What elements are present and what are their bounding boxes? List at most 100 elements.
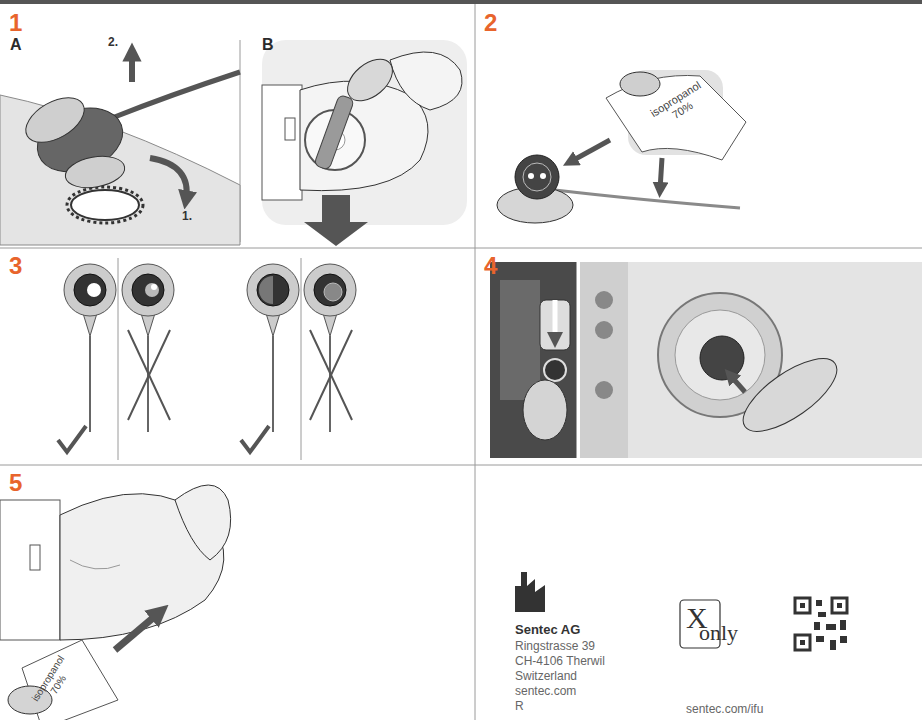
sub-panel: B [240,33,475,248]
monitor-docking-illustration [490,258,922,462]
membrane-check-illustration [87,283,101,297]
sensor-cleaning-illustration [660,158,662,190]
monitor-docking-illustration [490,262,578,458]
sensor-cleaning-illustration [528,173,534,179]
grid-lines [475,4,476,720]
grid-lines [0,0,922,4]
sensor-cleaning-illustration [515,155,559,199]
monitor-docking-illustration [580,262,628,458]
monitor-docking-illustration [595,321,613,339]
sensor-removal-illustration [150,158,187,200]
manufacturer-name: Sentec AG [515,623,580,638]
membrane-check-illustration [247,264,299,316]
membrane-check-illustration [301,258,302,460]
sub-step-letter: B [240,33,475,57]
address-line: sentec.com [515,685,576,699]
liner-removal-illustration [314,94,355,170]
sensor-removal-illustration [67,187,143,223]
qr-code [800,640,805,645]
sensor-cleaning-illustration [497,70,746,223]
sensor-removal-illustration [18,88,91,151]
manufacturer-symbol [515,572,545,612]
membrane-check-illustration [314,274,346,306]
sensor-cleaning-illustration [620,72,660,96]
address-line: Ringstrasse 39 [515,640,595,654]
qr-code [837,603,842,608]
manufacturer-symbol [515,572,545,612]
sub-panel: A [0,33,240,248]
membrane-check-illustration [58,258,356,460]
monitor-docking-illustration [544,359,566,381]
step-panel: 5 [0,465,475,720]
sensor-removal-illustration [71,190,139,220]
membrane-check-illustration [128,330,170,420]
step-panel: 4 [475,248,922,465]
monitor-docking-illustration [595,381,613,399]
sensor-cleaning-illustration [540,173,546,179]
liner-removal-illustration [340,51,400,109]
qr-code [800,603,805,608]
monitor-docking-illustration [730,375,745,392]
step-number: 2. [108,36,118,50]
qr-code [795,635,810,650]
qr-code [832,598,847,613]
membrane-check-illustration [128,330,170,420]
rx-note: sentec.com/ifu [686,703,763,717]
membrane-check-illustration [74,274,106,306]
liner-removal-illustration [262,40,467,225]
membrane-check-illustration [257,274,289,306]
skin-cleaning-illustration [115,612,160,650]
sensor-removal-illustration [129,52,135,82]
qr-code [830,640,836,650]
grid-lines [0,465,922,466]
liner-removal-illustration [304,195,368,246]
monitor-docking-illustration [732,345,847,444]
membrane-check-illustration [89,336,91,432]
membrane-check-illustration [151,284,157,290]
membrane-check-illustration [310,330,352,420]
sensor-cleaning-illustration [523,163,551,191]
skin-cleaning-illustration [70,560,120,569]
membrane-check-illustration [324,283,342,301]
monitor-docking-illustration [577,258,580,462]
membrane-check-illustration [310,330,352,420]
liner-removal-illustration [285,118,295,140]
step-panel: 2 [475,5,922,248]
qr-code [826,624,836,630]
liner-removal-illustration [262,85,302,200]
membrane-check-illustration [259,276,273,304]
qr-code [840,620,846,630]
step-panel: 3 [0,248,475,465]
qr-code [795,598,810,613]
membrane-check-illustration [58,426,86,452]
grid-lines [0,248,922,249]
liner-removal-illustration [262,40,467,246]
qr-code [816,636,824,642]
sensor-cleaning-illustration [570,140,610,162]
membrane-check-illustration [329,336,331,432]
step-number: 5 [0,465,475,501]
step-number: 1 [0,5,475,41]
monitor-docking-illustration [540,300,570,350]
step-number: 3 [0,248,475,284]
skin-cleaning-illustration [0,500,60,640]
membrane-check-illustration [147,336,149,432]
qr-code [818,612,826,617]
sensor-removal-illustration [63,152,127,192]
step-number: 4 [475,248,922,284]
membrane-check-illustration [122,264,174,316]
website: R [515,700,524,714]
address-line: Switzerland [515,670,577,684]
sub-step-letter: A [0,33,240,57]
step-panel: 1AB [0,5,475,248]
step-number: 1. [182,210,192,224]
qr-code [795,598,847,650]
skin-cleaning-illustration [175,485,231,560]
qr-code [795,598,847,650]
step-number: 2 [475,5,922,41]
monitor-docking-illustration [580,262,922,458]
monitor-docking-illustration [553,300,558,340]
membrane-check-illustration [64,264,116,316]
